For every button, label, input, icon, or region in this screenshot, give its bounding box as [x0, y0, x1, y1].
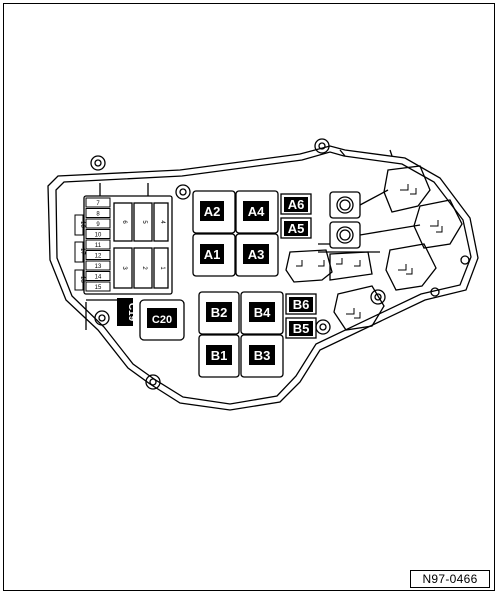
- maxi-fuse-number: 2: [141, 266, 147, 270]
- side-fuse-slot: [74, 214, 84, 236]
- housing-outline-inner: [55, 151, 472, 405]
- relay-c20-label: C20: [152, 314, 172, 326]
- side-fuse-number: 18: [79, 276, 85, 283]
- fuse-slot: [85, 271, 111, 281]
- relay-b5-label: B5: [293, 321, 310, 336]
- fuse-number: 13: [95, 264, 102, 270]
- side-fuse-slot: [74, 241, 84, 263]
- maxi-fuse-number: 6: [121, 220, 127, 224]
- maxi-fuse-number: 1: [159, 266, 165, 270]
- fuse-slot: [85, 229, 111, 239]
- relay-a4-label: A4: [248, 204, 265, 219]
- relay-a1-label: A1: [204, 247, 221, 262]
- fuse-number: 11: [95, 243, 102, 249]
- fuse-slot: [85, 250, 111, 260]
- fuse-number: 12: [95, 254, 102, 260]
- fuse-slot: [85, 197, 111, 208]
- fuse-number: 15: [95, 285, 102, 291]
- fuse-number: 7: [96, 201, 100, 207]
- housing-outline: [47, 145, 479, 411]
- relay-b2-label: B2: [211, 305, 228, 320]
- fuse-slot: [85, 239, 111, 250]
- relay-a5-label: A5: [288, 221, 305, 236]
- relay-a2-label: A2: [204, 204, 221, 219]
- maxi-fuse-number: 3: [121, 266, 127, 270]
- side-fuse-number: 17: [79, 248, 85, 255]
- relay-b1-label: B1: [211, 348, 228, 363]
- relay-a6-label: A6: [288, 197, 305, 212]
- fuse-slot: [85, 218, 111, 229]
- side-fuse-number: 16: [79, 221, 85, 228]
- drawing-frame: [3, 3, 495, 591]
- relay-c19-label: C19: [126, 303, 137, 322]
- relay-b4-label: B4: [254, 305, 271, 320]
- fuse-number: 9: [96, 222, 100, 228]
- relay-b3-label: B3: [254, 348, 271, 363]
- relay-a3-label: A3: [248, 247, 265, 262]
- fuse-slot: [85, 208, 111, 218]
- fuse-number: 10: [95, 233, 102, 239]
- fuse-slot: [85, 281, 111, 292]
- maxi-fuse-number: 5: [141, 220, 147, 224]
- maxi-fuse-number: 4: [159, 220, 165, 224]
- relay-b6-label: B6: [293, 297, 310, 312]
- fuse-number: 8: [96, 212, 100, 218]
- fuse-strip: 7 8 9 10 11 12 13 14 15 16 17 18: [74, 197, 111, 292]
- fuse-slot: [85, 260, 111, 271]
- fuse-number: 14: [95, 275, 102, 281]
- figure-reference-code: N97-0466: [410, 570, 490, 588]
- side-fuse-slot: [74, 269, 84, 291]
